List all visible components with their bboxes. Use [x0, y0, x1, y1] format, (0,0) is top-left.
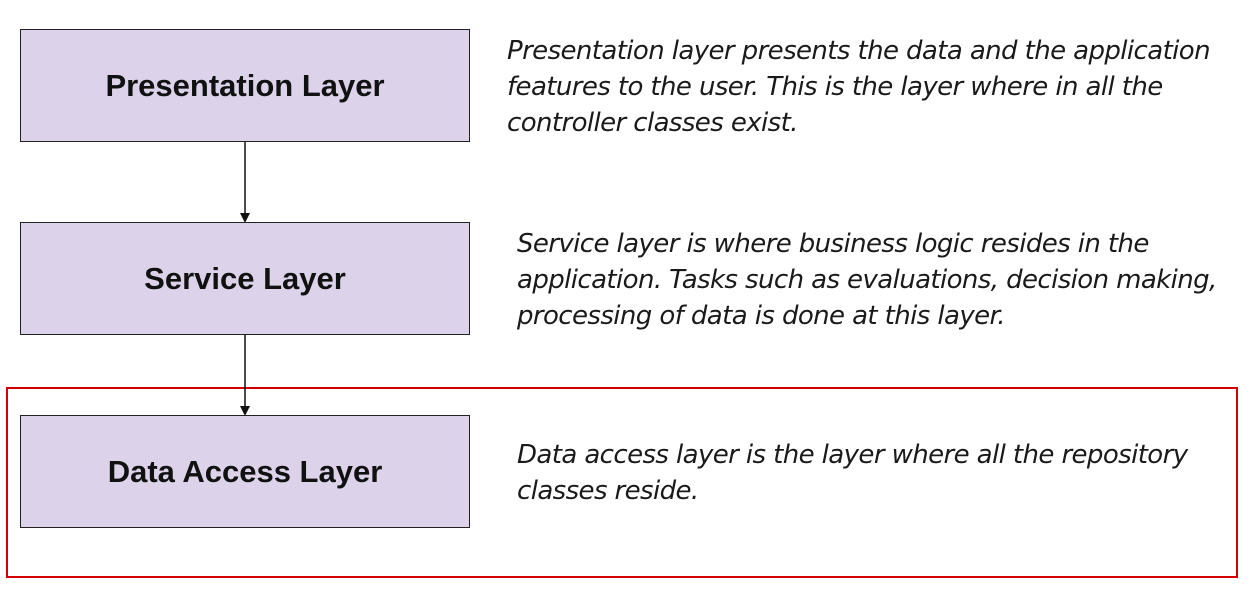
- service-layer-box: Service Layer: [20, 222, 470, 335]
- data-access-layer-description: Data access layer is the layer where all…: [517, 440, 1188, 506]
- data-access-layer-label: Data Access Layer: [107, 453, 383, 489]
- data-access-highlight-frame: [6, 387, 1238, 578]
- service-layer-description: Service layer is where business logic re…: [517, 229, 1217, 331]
- presentation-layer-description: Presentation layer presents the data and…: [507, 36, 1211, 138]
- data-access-layer-box: Data Access Layer: [20, 415, 470, 528]
- presentation-layer-box: Presentation Layer: [20, 29, 470, 142]
- service-layer-label: Service Layer: [144, 260, 346, 296]
- presentation-layer-label: Presentation Layer: [105, 67, 385, 103]
